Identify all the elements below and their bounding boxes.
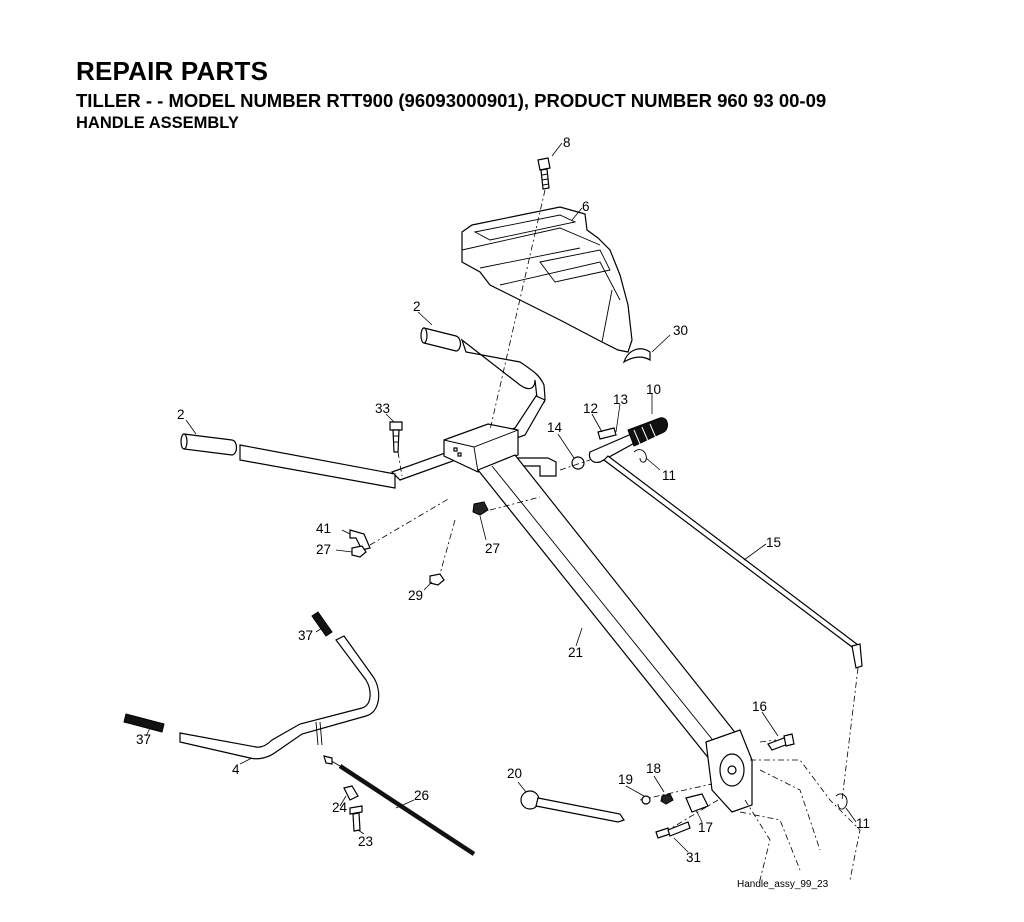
part-31-bolt bbox=[655, 821, 691, 839]
part-23-bolt bbox=[349, 805, 363, 832]
callout-13: 13 bbox=[613, 392, 628, 407]
part-33-bolt bbox=[389, 421, 403, 453]
part-27-nut-left bbox=[351, 545, 367, 558]
leader-lines bbox=[145, 142, 857, 853]
part-15-rod bbox=[603, 455, 863, 669]
part-19-washer bbox=[641, 795, 651, 805]
part-17-bracket bbox=[685, 793, 709, 813]
figure-id: Handle_assy_99_23 bbox=[737, 879, 829, 890]
assembly-lines bbox=[369, 189, 859, 833]
callout-11-upper: 11 bbox=[662, 468, 676, 483]
part-37-grip-upper bbox=[311, 611, 333, 637]
part-12-screw bbox=[597, 427, 617, 440]
handle-mount-bracket bbox=[443, 423, 557, 477]
part-2-left-grip bbox=[180, 433, 238, 456]
callout-12: 12 bbox=[583, 401, 598, 416]
callout-4: 4 bbox=[232, 762, 240, 777]
part-14-spacer bbox=[571, 456, 585, 470]
part-8-bolt bbox=[537, 157, 551, 190]
callout-2-left: 2 bbox=[177, 407, 185, 422]
handle-bar-left bbox=[239, 444, 396, 489]
part-18-nut bbox=[660, 793, 674, 805]
callout-27-center: 27 bbox=[485, 541, 500, 556]
part-11-clip-lower bbox=[835, 793, 848, 810]
part-30-clip bbox=[622, 348, 651, 364]
part-24-clip bbox=[343, 785, 359, 801]
callout-31: 31 bbox=[686, 850, 701, 865]
part-16-bolt bbox=[767, 733, 795, 751]
callout-10: 10 bbox=[646, 382, 661, 397]
part-37-grip-left bbox=[123, 713, 165, 733]
callout-23: 23 bbox=[358, 834, 373, 849]
callout-17: 17 bbox=[698, 820, 713, 835]
part-27-nut-center bbox=[472, 501, 489, 516]
callout-21: 21 bbox=[568, 645, 583, 660]
part-6-panel bbox=[461, 206, 633, 353]
callout-24: 24 bbox=[332, 800, 348, 815]
tiller-body-partial bbox=[739, 759, 861, 881]
callout-27-left: 27 bbox=[316, 542, 331, 557]
part-11-clip-upper bbox=[633, 449, 647, 463]
callout-6: 6 bbox=[582, 199, 590, 214]
callout-20: 20 bbox=[507, 766, 522, 781]
callout-16: 16 bbox=[752, 699, 767, 714]
callout-37-left: 37 bbox=[136, 732, 151, 747]
callout-18: 18 bbox=[646, 761, 661, 776]
part-26-cable bbox=[323, 755, 476, 856]
callout-15: 15 bbox=[766, 535, 781, 550]
page-title: REPAIR PARTS bbox=[76, 56, 269, 86]
model-subtitle: TILLER - - MODEL NUMBER RTT900 (96093000… bbox=[76, 90, 827, 111]
section-title: HANDLE ASSEMBLY bbox=[76, 114, 239, 132]
callout-33: 33 bbox=[375, 401, 390, 416]
callout-19: 19 bbox=[618, 772, 633, 787]
callout-37-upper: 37 bbox=[298, 628, 313, 643]
part-4-bail-handle bbox=[179, 635, 380, 760]
part-2-upper-grip bbox=[420, 327, 462, 352]
part-21-tube bbox=[477, 454, 753, 813]
callout-26: 26 bbox=[414, 788, 429, 803]
part-29-nut bbox=[429, 573, 445, 586]
callout-30: 30 bbox=[673, 323, 688, 338]
callout-8: 8 bbox=[563, 135, 571, 150]
callout-14: 14 bbox=[547, 420, 563, 435]
part-20-shift-lever bbox=[520, 790, 625, 823]
callout-labels: 8 6 30 2 2 33 12 13 10 14 11 41 27 27 29… bbox=[136, 135, 870, 865]
callout-11-lower: 11 bbox=[856, 816, 870, 831]
callout-29: 29 bbox=[408, 588, 423, 603]
part-10-lever-grip bbox=[627, 417, 668, 447]
callout-41: 41 bbox=[316, 521, 331, 536]
callout-2-upper: 2 bbox=[413, 299, 421, 314]
